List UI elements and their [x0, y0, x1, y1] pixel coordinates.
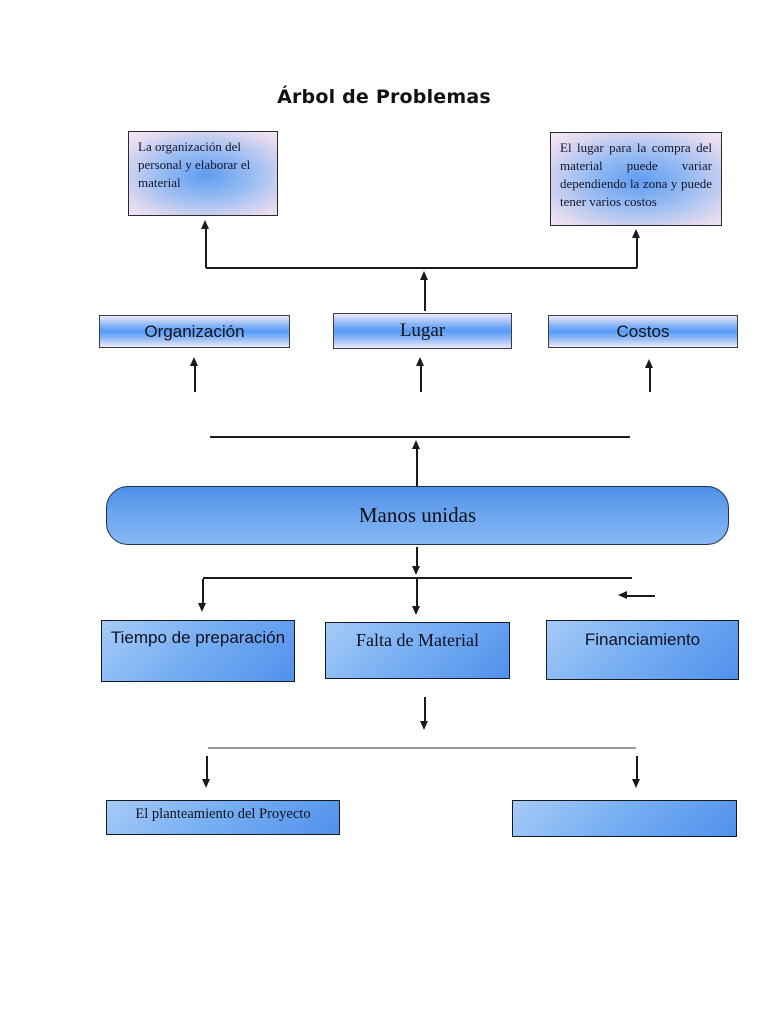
arrow-head-up	[201, 220, 209, 229]
arrow-head-up	[412, 440, 420, 449]
connector-line	[194, 366, 196, 392]
connector-line	[627, 595, 655, 597]
connector-line	[649, 368, 651, 392]
outcome-box-empty	[512, 800, 737, 837]
cause-box-falta-material: Falta de Material	[325, 622, 510, 679]
connector-line	[203, 577, 632, 579]
effect-box-costos: Costos	[548, 315, 738, 348]
arrow-head-down	[412, 606, 420, 615]
connector-line	[636, 756, 638, 780]
arrow-head-down	[412, 566, 420, 575]
page-title: Árbol de Problemas	[277, 86, 491, 108]
connector-line	[416, 449, 418, 486]
connector-line	[210, 436, 630, 438]
note-box-right: El lugar para la compra del material pue…	[550, 132, 722, 226]
arrow-head-up	[190, 357, 198, 366]
arrow-head-down	[632, 779, 640, 788]
effect-box-lugar: Lugar	[333, 313, 512, 349]
cause-box-tiempo: Tiempo de preparación	[101, 620, 295, 682]
effect-box-organizacion: Organización	[99, 315, 290, 348]
connector-line	[206, 267, 637, 269]
cause-box-financiamiento: Financiamiento	[546, 620, 739, 680]
connector-line	[424, 697, 426, 722]
core-problem-box: Manos unidas	[106, 486, 729, 545]
outcome-box-planteamiento: El planteamiento del Proyecto	[106, 800, 340, 835]
connector-line	[416, 579, 418, 607]
arrow-head-down	[202, 779, 210, 788]
arrow-head-left	[618, 591, 627, 599]
note-box-left: La organización del personal y elaborar …	[128, 131, 278, 216]
connector-line	[424, 280, 426, 311]
connector-line	[416, 547, 418, 567]
arrow-head-down	[198, 603, 206, 612]
arrow-head-up	[416, 357, 424, 366]
connector-line	[206, 756, 208, 780]
connector-line	[205, 229, 207, 268]
arrow-head-down	[420, 721, 428, 730]
arrow-head-up	[420, 271, 428, 280]
arrow-head-up	[645, 359, 653, 368]
connector-line	[208, 747, 636, 749]
connector-line	[636, 238, 638, 268]
connector-line	[202, 579, 204, 604]
connector-line	[420, 366, 422, 392]
arrow-head-up	[632, 229, 640, 238]
